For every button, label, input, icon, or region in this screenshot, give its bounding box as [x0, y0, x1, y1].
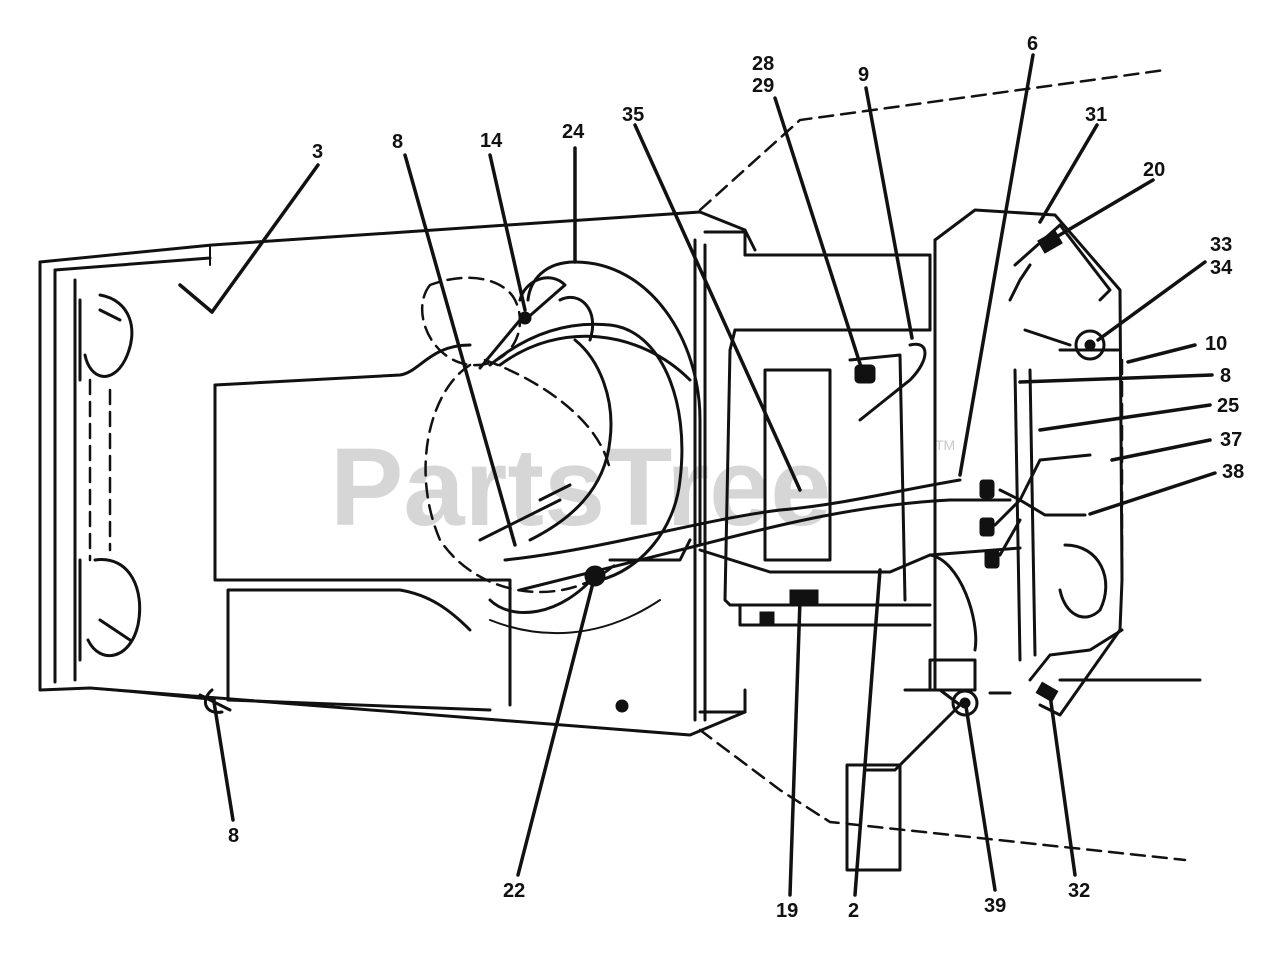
engine-block: [213, 276, 692, 713]
leader-39: [963, 698, 997, 892]
grommet-22: [584, 565, 606, 587]
leader-6: [958, 53, 1035, 477]
leader-14: [488, 153, 527, 312]
callout-19: 19: [776, 900, 798, 922]
callout-34: 34: [1210, 257, 1233, 279]
leader-9: [864, 86, 914, 340]
leader-20: [1056, 178, 1155, 238]
hood-outline: [698, 68, 1187, 862]
leader-3-tail: [178, 283, 214, 314]
leader-25: [1038, 403, 1212, 432]
leader-28-29: [773, 96, 864, 372]
leader-31: [1038, 123, 1099, 224]
front-frame: [38, 210, 757, 737]
lower-bracket: [845, 658, 1202, 872]
watermark-text: PartsTree: [330, 426, 831, 549]
callout-labels: 3 8 14 24 35 28 29 9 6 31 20 33 34 10 8 …: [228, 33, 1244, 922]
callout-37: 37: [1220, 429, 1242, 451]
callout-38: 38: [1222, 461, 1244, 483]
callout-31: 31: [1085, 104, 1107, 126]
wire-harness: [198, 260, 1022, 714]
callout-22: 22: [503, 880, 525, 902]
callout-39: 39: [984, 895, 1006, 917]
callout-8-top: 8: [392, 131, 403, 153]
leader-22: [516, 573, 597, 877]
leader-37: [1110, 438, 1212, 462]
callout-35: 35: [622, 104, 644, 126]
callout-28: 28: [752, 53, 774, 75]
callout-20: 20: [1143, 159, 1165, 181]
watermark-trademark: TM: [935, 437, 955, 453]
callout-8-bottom: 8: [228, 825, 239, 847]
callout-14: 14: [480, 130, 503, 152]
leader-8a: [403, 153, 517, 547]
leader-33-34: [1096, 260, 1207, 342]
callout-24: 24: [562, 121, 585, 143]
callout-3: 3: [312, 141, 323, 163]
connector-cluster: [979, 453, 1092, 569]
callout-2: 2: [848, 900, 859, 922]
leader-8b: [1018, 373, 1214, 384]
callout-9: 9: [858, 64, 869, 86]
leader-10: [1126, 343, 1197, 364]
leader-32: [1048, 693, 1077, 877]
callout-29: 29: [752, 75, 774, 97]
leader-38: [1088, 471, 1217, 516]
leader-35: [633, 123, 802, 492]
callout-33: 33: [1210, 234, 1232, 256]
callout-6: 6: [1027, 33, 1038, 55]
dash-console: [933, 208, 1124, 717]
callout-32: 32: [1068, 880, 1090, 902]
leader-19: [788, 598, 802, 897]
leader-lines: [178, 53, 1217, 897]
leader-2: [853, 568, 882, 897]
callout-8-right: 8: [1220, 365, 1231, 387]
leader-3: [210, 163, 320, 314]
callout-10: 10: [1205, 333, 1227, 355]
callout-25: 25: [1217, 395, 1239, 417]
leader-8c: [212, 700, 235, 822]
